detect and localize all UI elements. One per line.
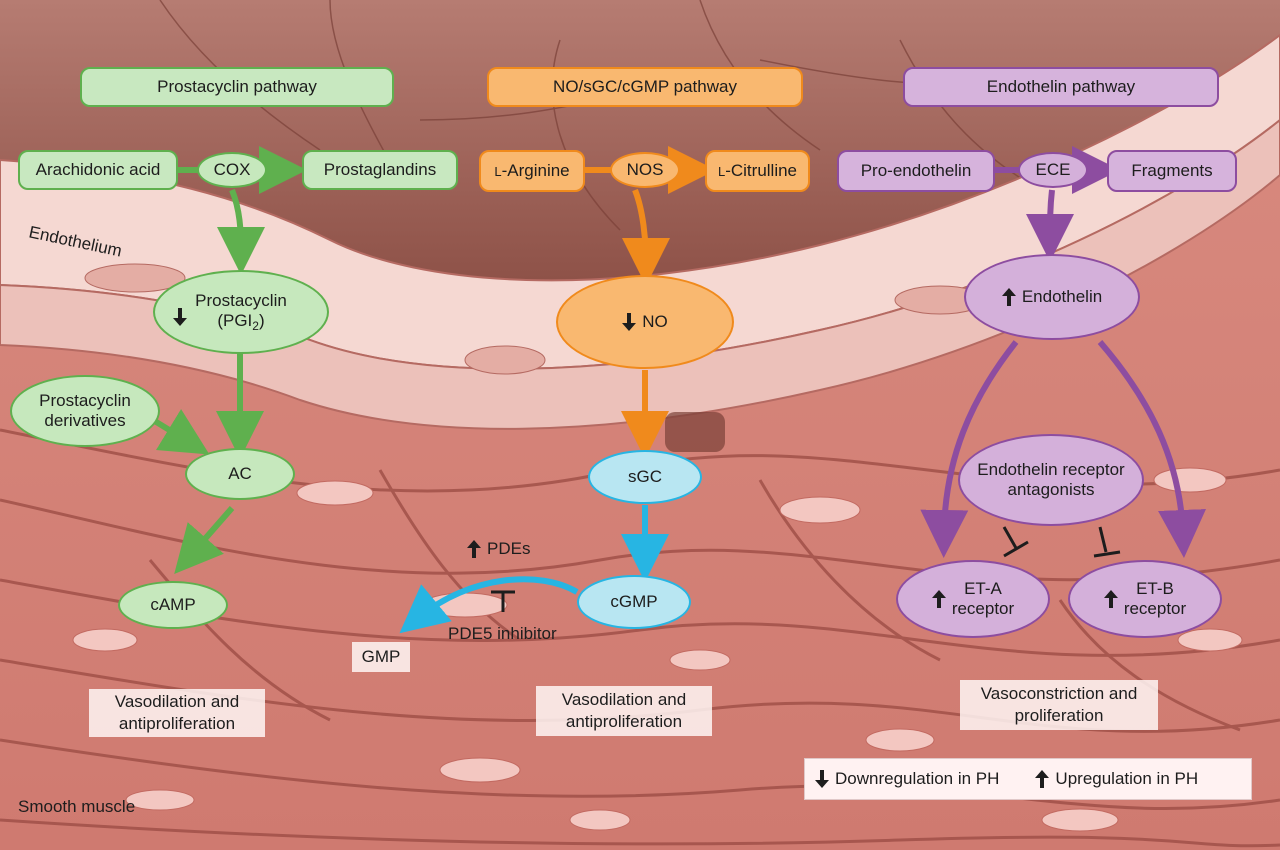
- pdes-label: PDEs: [467, 539, 530, 559]
- pro-endothelin-node: Pro-endothelin: [837, 150, 995, 192]
- camp-node: cAMP: [118, 581, 228, 629]
- inhibit-eta: [1002, 526, 1029, 558]
- up-arrow-icon: [1103, 590, 1118, 608]
- inhibit-etb: [1093, 526, 1121, 558]
- citrulline-node: L-Citrulline: [705, 150, 810, 192]
- legend-down-label: Downregulation in PH: [835, 769, 1000, 788]
- prostacyclin-label-line2: (PGI2): [217, 311, 265, 333]
- up-arrow-icon: [1035, 770, 1050, 788]
- ac-node: AC: [185, 448, 295, 500]
- ece-node: ECE: [1018, 152, 1088, 188]
- prostaglandins-node: Prostaglandins: [302, 150, 458, 190]
- up-arrow-icon: [1001, 288, 1016, 306]
- arrow-nos-no: [621, 188, 670, 286]
- endothelin-node: Endothelin: [964, 254, 1140, 340]
- inhibit-pde5: [491, 590, 515, 612]
- arrow-endothelin-eta: [920, 340, 1019, 558]
- nos-node: NOS: [610, 152, 680, 188]
- smooth-muscle-label: Smooth muscle: [18, 797, 136, 816]
- endothelin-pathway-header: Endothelin pathway: [903, 67, 1219, 107]
- cox-node: COX: [197, 152, 267, 188]
- sgc-node: sGC: [588, 450, 702, 504]
- arrow-ac-camp: [174, 506, 235, 575]
- down-arrow-icon: [622, 313, 637, 331]
- up-arrow-icon: [931, 590, 946, 608]
- no-pathway-header: NO/sGC/cGMP pathway: [487, 67, 803, 107]
- pde5-inhibitor-label: PDE5 inhibitor: [448, 624, 557, 643]
- no-node: NO: [556, 275, 734, 369]
- cgmp-node: cGMP: [577, 575, 691, 629]
- arginine-node: L-Arginine: [479, 150, 585, 192]
- legend: Downregulation in PH Upregulation in PH: [804, 758, 1252, 800]
- arachidonic-acid-node: Arachidonic acid: [18, 150, 178, 190]
- prostacyclin-pathway-header: Prostacyclin pathway: [80, 67, 394, 107]
- arrow-cox-prostacyclin: [216, 188, 265, 275]
- down-arrow-icon: [173, 308, 187, 326]
- legend-up-label: Upregulation in PH: [1055, 769, 1199, 788]
- gmp-box: GMP: [352, 642, 410, 672]
- arrow-ece-endothelin: [1026, 189, 1075, 262]
- down-arrow-icon: [815, 770, 829, 788]
- prostacyclin-label-line1: Prostacyclin: [195, 290, 287, 310]
- prostacyclin-node: Prostacyclin (PGI2): [153, 270, 329, 354]
- arrow-cgmp-gmp: [399, 576, 579, 634]
- fragments-node: Fragments: [1107, 150, 1237, 192]
- up-arrow-icon: [467, 540, 481, 558]
- arrow-endothelin-etb: [1097, 340, 1206, 558]
- arrow-derivatives-ac: [151, 409, 210, 455]
